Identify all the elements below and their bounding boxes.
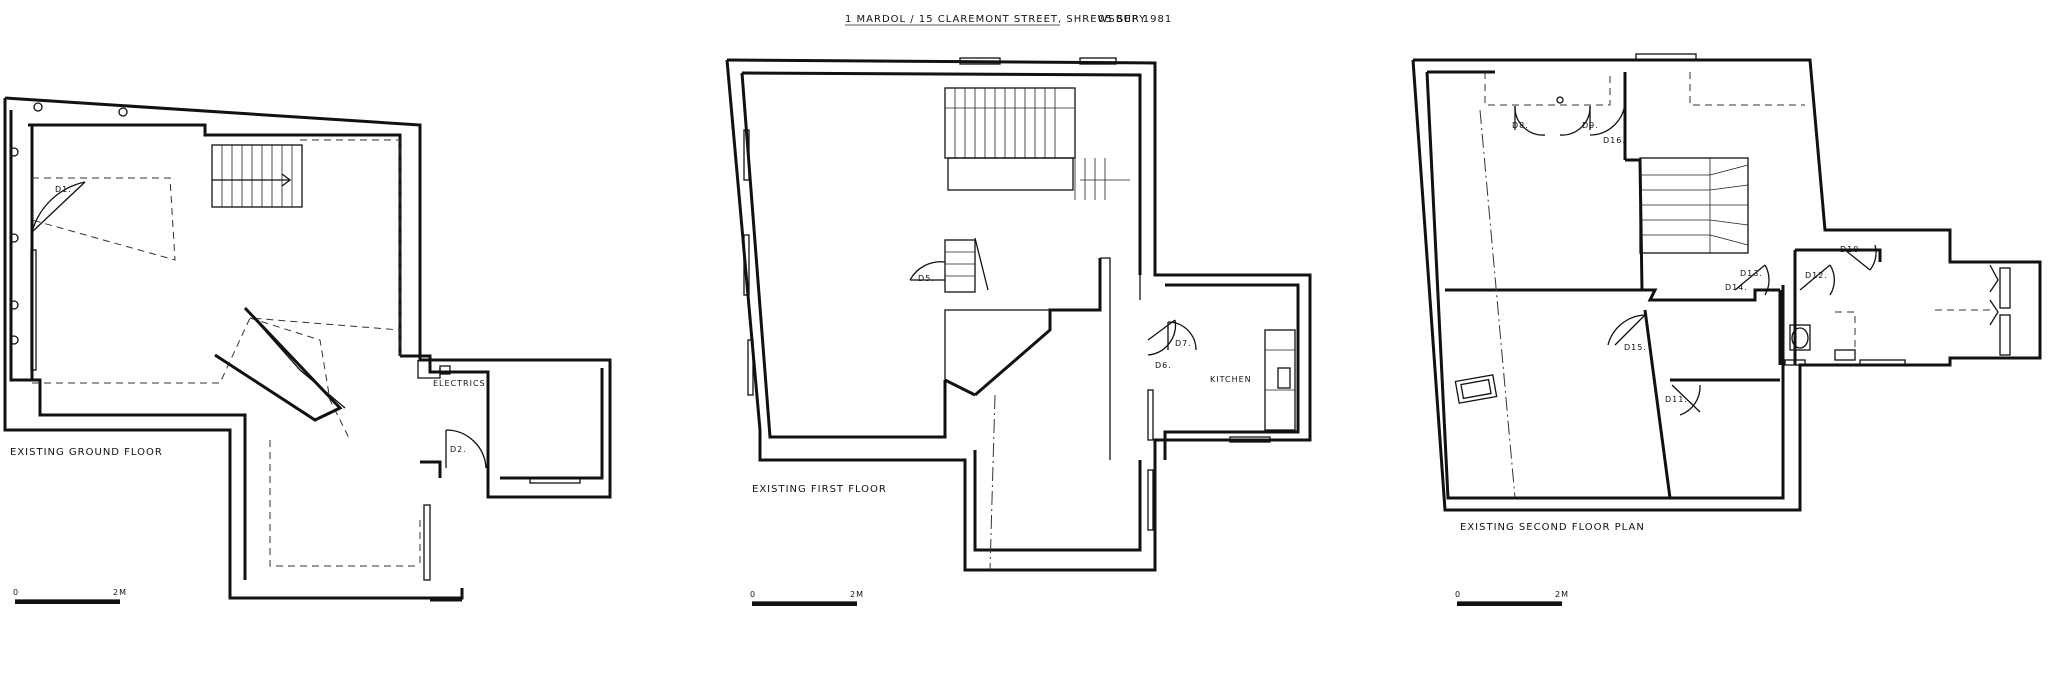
- column-marker: [33, 102, 43, 112]
- door-d6: D6.: [1147, 319, 1177, 370]
- plan-title: EXISTING SECOND FLOOR PLAN: [1460, 522, 1645, 533]
- ground-floor-stair: [211, 144, 303, 208]
- window: [1635, 53, 1697, 61]
- ground-floor-walls: [3, 96, 612, 602]
- plan-title: EXISTING FIRST FLOOR: [752, 484, 887, 495]
- scale-start: 0: [750, 590, 756, 599]
- window: [1999, 314, 2011, 356]
- fixture-marker: [1556, 96, 1564, 104]
- door-d16: D16.: [1589, 99, 1626, 145]
- scale-end: 2M: [113, 588, 127, 597]
- window: [743, 234, 750, 296]
- window: [743, 129, 750, 181]
- window: [30, 249, 37, 371]
- door-d8: D8.: [1512, 105, 1546, 136]
- door-d10: D10: [1840, 244, 1877, 271]
- door-label: D10: [1840, 245, 1859, 254]
- door-label: D15.: [1624, 343, 1647, 352]
- door-label: D11.: [1665, 395, 1688, 404]
- door-d15: D15.: [1607, 314, 1647, 352]
- window: [959, 57, 1001, 65]
- window: [423, 504, 431, 581]
- window: [747, 339, 754, 396]
- roof-light: [1454, 374, 1498, 404]
- door-d13: D13.: [1734, 264, 1770, 296]
- door-d7: D7.: [1167, 321, 1197, 351]
- scale-start: 0: [13, 588, 19, 597]
- room-label-kitchen: KITCHEN: [1210, 375, 1252, 384]
- column-marker: [118, 107, 128, 117]
- scale-start: 0: [1455, 590, 1461, 599]
- door-d9: D9.: [1559, 105, 1599, 136]
- window: [1784, 359, 1806, 366]
- door-d1: D1.: [31, 181, 86, 233]
- door-d12: D12.: [1799, 264, 1836, 296]
- door-d2: D2.: [445, 429, 487, 469]
- toilet-fixture: [1789, 324, 1856, 361]
- window: [1229, 436, 1271, 443]
- column-marker: [9, 300, 19, 310]
- scale-bar: 0 2M: [1455, 590, 1569, 606]
- first-floor-stair: [944, 87, 1130, 200]
- door-label: D14.: [1725, 283, 1748, 292]
- plan-title: EXISTING GROUND FLOOR: [10, 447, 163, 458]
- window: [1999, 267, 2011, 309]
- window: [1859, 359, 1906, 366]
- door-label: D13.: [1740, 269, 1763, 278]
- first-floor-small-stair: D5.: [909, 237, 989, 293]
- second-floor-stair: [1639, 157, 1749, 254]
- first-floor-plan: D5. KITCHEN D6. D7. EXISTING FIRST FLOOR: [725, 57, 1312, 606]
- first-floor-walls: [725, 58, 1312, 572]
- room-label-electrics: ELECTRICS: [433, 379, 486, 388]
- window: [1147, 389, 1154, 441]
- window: [1079, 57, 1117, 65]
- scale-bar: 0 2M: [750, 590, 864, 606]
- door-label: D9.: [1582, 121, 1599, 130]
- door-label: D2.: [450, 445, 467, 454]
- door-label: D1.: [55, 185, 72, 194]
- door-label: D7.: [1175, 339, 1192, 348]
- sheet-title: 1 MARDOL / 15 CLAREMONT STREET, SHREWSBU…: [845, 14, 1146, 25]
- sheet-header: 1 MARDOL / 15 CLAREMONT STREET, SHREWSBU…: [845, 14, 1172, 26]
- door-label: D6.: [1155, 361, 1172, 370]
- electrics-panel: [439, 365, 451, 375]
- scale-end: 2M: [850, 590, 864, 599]
- door-d11: D11.: [1665, 384, 1701, 416]
- window: [529, 477, 581, 484]
- window: [1147, 469, 1154, 531]
- door-label: D16.: [1603, 136, 1626, 145]
- door-label: D8.: [1512, 121, 1529, 130]
- second-floor-plan: D8. D9. D16. D13. D12. D10: [1411, 53, 2042, 606]
- ground-floor-plan: D1. D2. ELECTRICS EXISTING GROUND FLOOR …: [3, 96, 612, 604]
- door-label: D12.: [1805, 271, 1828, 280]
- column-marker: [9, 335, 19, 345]
- column-marker: [9, 233, 19, 243]
- scale-end: 2M: [1555, 590, 1569, 599]
- sheet-date: 05 SEP 1981: [1098, 14, 1172, 25]
- scale-bar: 0 2M: [13, 588, 127, 604]
- column-marker: [9, 147, 19, 157]
- kitchen-room: KITCHEN: [1210, 329, 1296, 431]
- door-label: D5.: [918, 274, 935, 283]
